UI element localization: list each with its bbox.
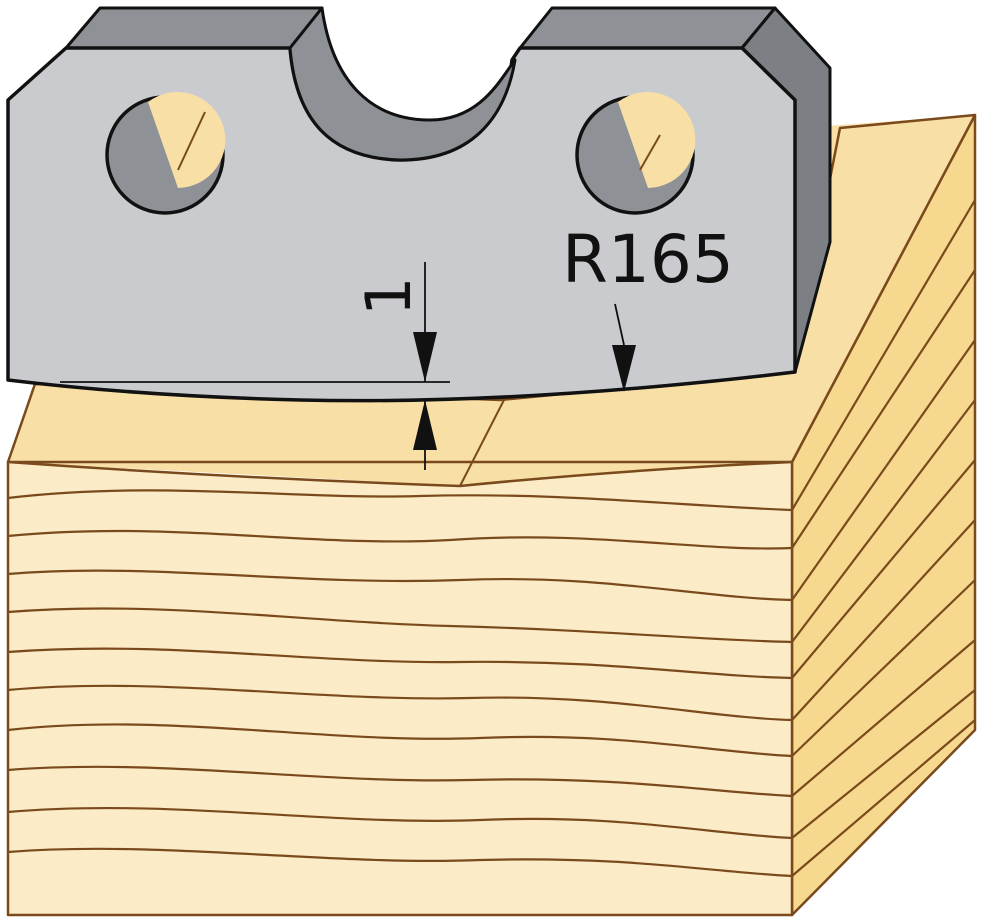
cutter-blade bbox=[6, 6, 832, 403]
blade-top-right-face bbox=[518, 6, 777, 50]
wood-side-grain bbox=[791, 199, 976, 877]
grain-line bbox=[791, 639, 976, 797]
grain-line bbox=[7, 529, 793, 550]
hole-left-grain bbox=[177, 111, 206, 171]
radius-label: R165 bbox=[562, 221, 734, 298]
wood-cut-line bbox=[459, 397, 506, 487]
grain-line bbox=[791, 519, 976, 721]
wood-front-grain bbox=[7, 489, 793, 878]
grain-line bbox=[791, 579, 976, 757]
grain-line bbox=[7, 607, 793, 644]
grain-line bbox=[7, 806, 793, 840]
grain-line bbox=[7, 569, 793, 602]
grain-line bbox=[791, 339, 976, 601]
blade-top-left-face bbox=[64, 6, 324, 50]
dimensions: R165 1 bbox=[60, 221, 734, 470]
depth-arrow-up bbox=[413, 400, 437, 450]
grain-line bbox=[7, 489, 793, 512]
radius-arrow bbox=[612, 345, 636, 392]
grain-line bbox=[7, 765, 793, 798]
grain-line bbox=[7, 684, 793, 722]
grain-line bbox=[791, 459, 976, 679]
radius-leader bbox=[614, 303, 625, 346]
depth-arrow-down bbox=[413, 332, 437, 382]
grain-line bbox=[791, 719, 976, 877]
blade-hole-left bbox=[105, 92, 226, 215]
grain-line bbox=[7, 647, 793, 680]
hole-left-wood bbox=[148, 92, 226, 188]
depth-label: 1 bbox=[352, 277, 425, 316]
grain-line bbox=[7, 847, 793, 878]
grain-line bbox=[7, 723, 793, 758]
grain-line bbox=[791, 199, 976, 511]
blade-arch-bevel bbox=[288, 6, 517, 162]
blade-hole-right bbox=[575, 92, 696, 215]
grain-line bbox=[791, 689, 976, 839]
grain-line bbox=[791, 269, 976, 549]
hole-right-grain bbox=[639, 134, 661, 171]
grain-line bbox=[791, 399, 976, 643]
